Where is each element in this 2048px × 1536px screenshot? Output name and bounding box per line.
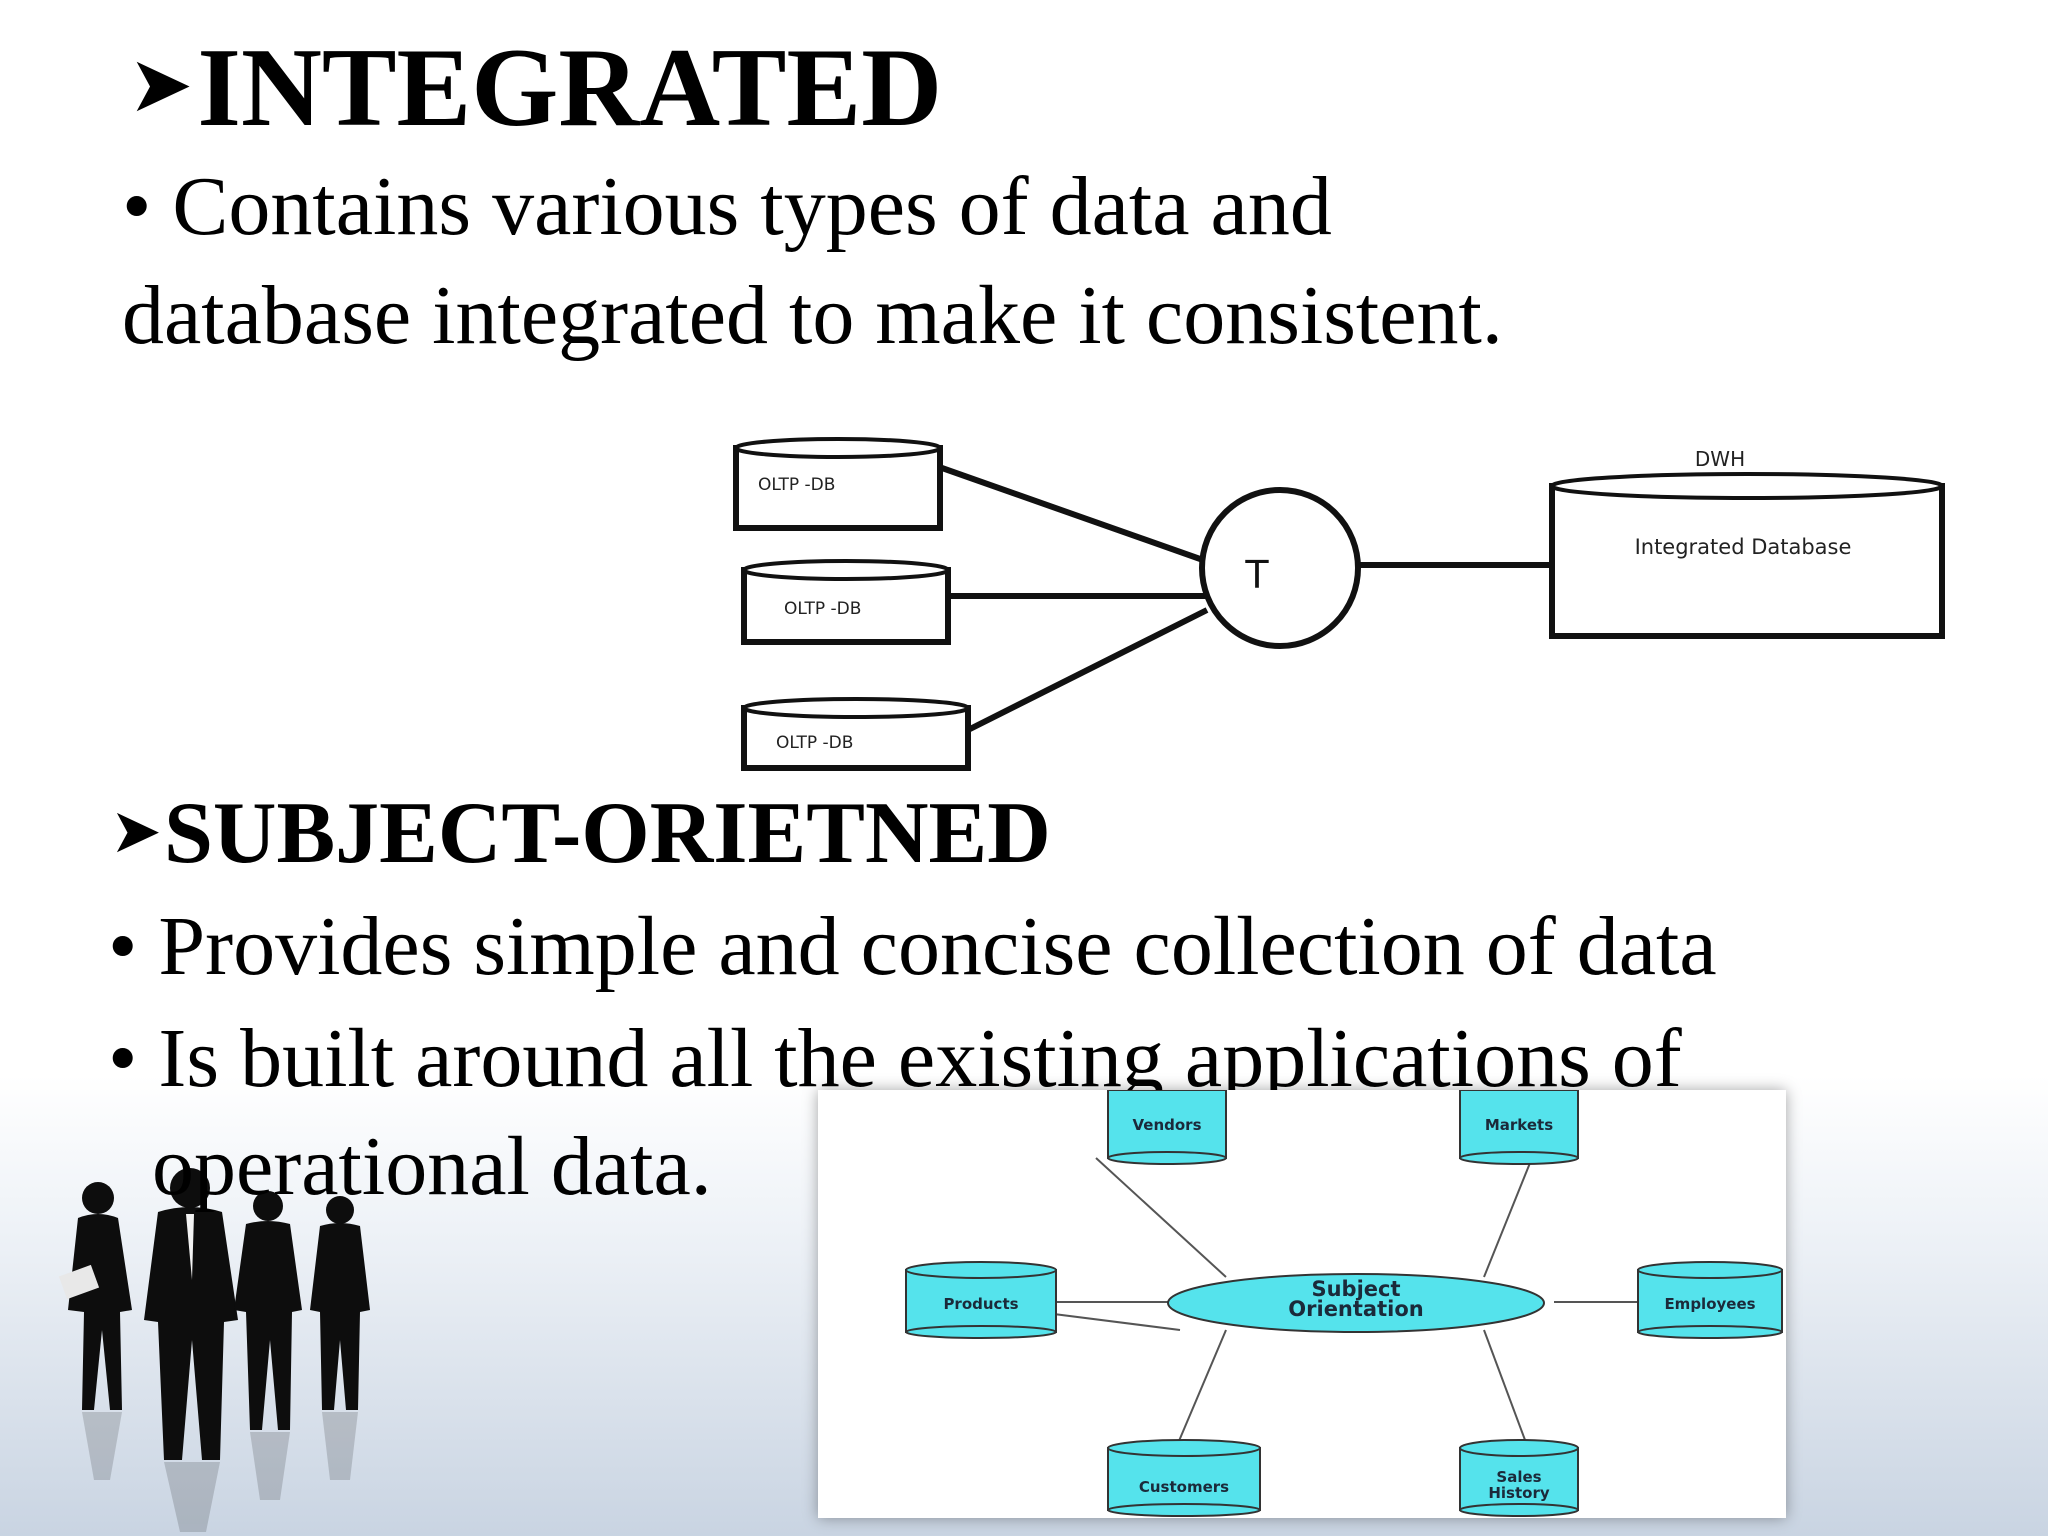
integrated-database-label: Integrated Database [1635, 535, 1852, 559]
subject-description-line-1: • Provides simple and concise collection… [108, 900, 1717, 993]
arrow-bullet-icon: ➤ [128, 40, 194, 130]
connector-line [1175, 1329, 1227, 1449]
subject-description-line-3: operational data. [152, 1120, 712, 1213]
customers-db-node: Customers [1107, 1439, 1261, 1517]
markets-db-node: Markets [1459, 1089, 1579, 1165]
subject-oriented-heading: ➤SUBJECT-ORIETNED [110, 790, 1051, 878]
sales-history-label-2: History [1488, 1484, 1549, 1502]
dwh-title: DWH [1695, 447, 1745, 471]
business-people-silhouette [58, 1168, 370, 1532]
oltp-db-label: OLTP -DB [776, 733, 853, 753]
connector-line [1037, 1311, 1181, 1331]
transform-node [1199, 487, 1361, 649]
vendors-db-node: Vendors [1107, 1089, 1227, 1165]
customers-label: Customers [1139, 1478, 1229, 1496]
sales-history-db-node: Sales History [1459, 1439, 1579, 1517]
vendors-label: Vendors [1132, 1116, 1201, 1134]
connector-line [941, 465, 1204, 563]
products-label: Products [943, 1295, 1018, 1313]
integrated-heading: ➤INTEGRATED [128, 32, 942, 144]
connector-line [1095, 1157, 1227, 1278]
integrated-description-line-2: database integrated to make it consisten… [122, 269, 1503, 362]
oltp-db-label: OLTP -DB [784, 599, 861, 619]
integrated-diagram: OLTP -DB OLTP -DB OLTP -DB T DWH Integra… [733, 437, 1945, 771]
subject-orientation-panel: Subject Orientation Vendors Markets Prod… [818, 1089, 1786, 1518]
sales-history-label-1: Sales [1496, 1468, 1541, 1486]
employees-db-node: Employees [1637, 1261, 1783, 1339]
subject-description-line-2: • Is built around all the existing appli… [108, 1012, 1682, 1105]
products-db-node: Products [905, 1261, 1057, 1339]
subject-oriented-heading-text: SUBJECT-ORIETNED [163, 785, 1051, 882]
connector-line [966, 607, 1209, 733]
markets-label: Markets [1485, 1116, 1553, 1134]
integrated-heading-text: INTEGRATED [197, 26, 943, 150]
oltp-db-cylinder-3: OLTP -DB [741, 697, 971, 771]
subject-orientation-label-2: Orientation [1288, 1297, 1423, 1321]
connector-line [1483, 1157, 1533, 1278]
integrated-description-line-1: • Contains various types of data and [122, 160, 1332, 253]
oltp-db-cylinder-2: OLTP -DB [741, 559, 951, 645]
employees-label: Employees [1664, 1295, 1755, 1313]
oltp-db-label: OLTP -DB [758, 475, 835, 495]
integrated-database-cylinder: Integrated Database [1549, 472, 1945, 639]
transform-label: T [1244, 553, 1269, 597]
connector-line [1483, 1329, 1529, 1449]
subject-orientation-node: Subject Orientation [1167, 1273, 1545, 1333]
subject-orientation-diagram: Subject Orientation Vendors Markets Prod… [905, 1089, 1783, 1517]
oltp-db-cylinder-1: OLTP -DB [733, 437, 943, 531]
arrow-bullet-icon: ➤ [110, 794, 162, 867]
subject-orientation-label-1: Subject [1311, 1277, 1400, 1301]
